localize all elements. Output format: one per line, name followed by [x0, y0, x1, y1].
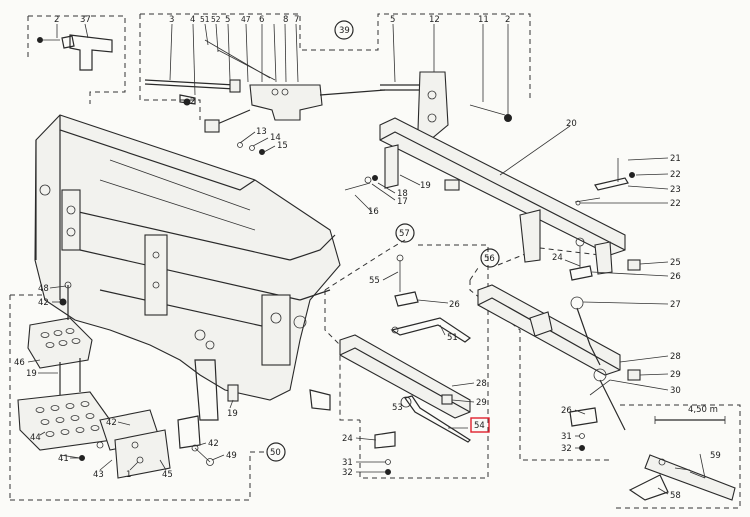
label-56: 56 — [484, 254, 495, 264]
label-2-topright: 2 — [505, 15, 510, 25]
label-48: 48 — [38, 284, 49, 294]
label-24-top: 24 — [552, 253, 563, 263]
parts-21-23 — [574, 158, 635, 206]
beam-group-56 — [477, 237, 641, 451]
callout-57 — [395, 223, 415, 243]
label-13: 13 — [256, 127, 267, 137]
label-20: 20 — [566, 119, 577, 129]
label-31-right: 31 — [561, 432, 572, 442]
label-30: 30 — [670, 386, 681, 396]
label-47: 47 — [241, 15, 251, 24]
label-29-mid: 29 — [476, 398, 487, 408]
label-53: 53 — [392, 403, 403, 413]
label-18: 18 — [397, 189, 408, 199]
label-length: 4,50 m — [688, 405, 718, 415]
label-25: 25 — [670, 258, 681, 268]
label-50: 50 — [270, 448, 281, 458]
label-55: 55 — [369, 276, 380, 286]
label-19-bottom: 19 — [227, 409, 238, 419]
label-12: 12 — [429, 15, 440, 25]
label-59: 59 — [710, 451, 721, 461]
chassis-frame — [34, 114, 341, 421]
label-4: 4 — [190, 15, 195, 25]
label-3: 3 — [169, 15, 174, 25]
label-57: 57 — [399, 229, 410, 239]
beam-group-57 — [339, 254, 472, 475]
label-26-b: 26 — [670, 272, 681, 282]
label-2-topleft: 2 — [54, 15, 59, 25]
label-21: 21 — [670, 154, 681, 164]
label-42-top: 42 — [38, 298, 49, 308]
label-29-right: 29 — [670, 370, 681, 380]
linkage-assembly — [144, 39, 512, 155]
label-16: 16 — [368, 207, 379, 217]
tube-assembly-58-59 — [628, 416, 736, 501]
label-52: 52 — [211, 15, 221, 24]
label-37: 37 — [80, 15, 91, 25]
group-box-57 — [324, 239, 489, 479]
label-54: 54 — [474, 421, 485, 431]
label-22-a: 22 — [670, 170, 681, 180]
label-58: 58 — [670, 491, 681, 501]
label-26-c: 26 — [561, 406, 572, 416]
label-42-right: 42 — [208, 439, 219, 449]
label-26-a: 26 — [449, 300, 460, 310]
label-8: 8 — [283, 15, 288, 25]
callout-circles — [266, 20, 500, 462]
label-5: 5 — [225, 15, 230, 25]
label-6: 6 — [259, 15, 264, 25]
label-32-mid: 32 — [342, 468, 353, 478]
label-11: 11 — [478, 15, 489, 25]
bracket-assembly-37 — [37, 34, 113, 71]
label-49: 49 — [226, 451, 237, 461]
label-32-right: 32 — [561, 444, 572, 454]
label-2-mid: 2 — [190, 97, 195, 107]
label-43: 43 — [93, 470, 104, 480]
label-7: 7 — [294, 15, 299, 25]
label-27: 27 — [670, 300, 681, 310]
label-31-mid: 31 — [342, 458, 353, 468]
part-labels: 2 37 3 4 51 52 5 47 6 8 7 39 5 12 11 2 2… — [14, 15, 721, 501]
label-39: 39 — [339, 26, 350, 36]
label-41: 41 — [58, 454, 69, 464]
highlight-box-54 — [470, 417, 490, 433]
group-box-top-center — [139, 13, 531, 120]
label-42-mid: 42 — [106, 418, 117, 428]
callout-56 — [480, 248, 500, 268]
label-51-mid: 51 — [447, 333, 458, 343]
label-28-mid: 28 — [476, 379, 487, 389]
label-19-top: 19 — [420, 181, 431, 191]
label-28-right: 28 — [670, 352, 681, 362]
label-44: 44 — [30, 433, 41, 443]
label-23: 23 — [670, 185, 681, 195]
leader-lines — [27, 23, 706, 495]
callout-39 — [334, 20, 354, 40]
label-17: 17 — [397, 197, 408, 207]
label-46: 46 — [14, 358, 25, 368]
label-14: 14 — [270, 133, 281, 143]
label-15: 15 — [277, 141, 288, 151]
label-19-left: 19 — [26, 369, 37, 379]
label-1: 1 — [126, 470, 131, 480]
label-5-top: 5 — [390, 15, 395, 25]
group-box-bottom-right — [612, 404, 741, 509]
main-beam-20 — [344, 117, 626, 275]
label-22-b: 22 — [670, 199, 681, 209]
label-24-mid: 24 — [342, 434, 353, 444]
label-45: 45 — [162, 470, 173, 480]
callout-50 — [266, 442, 286, 462]
label-51: 51 — [200, 15, 210, 24]
group-box-top-left — [27, 15, 126, 104]
